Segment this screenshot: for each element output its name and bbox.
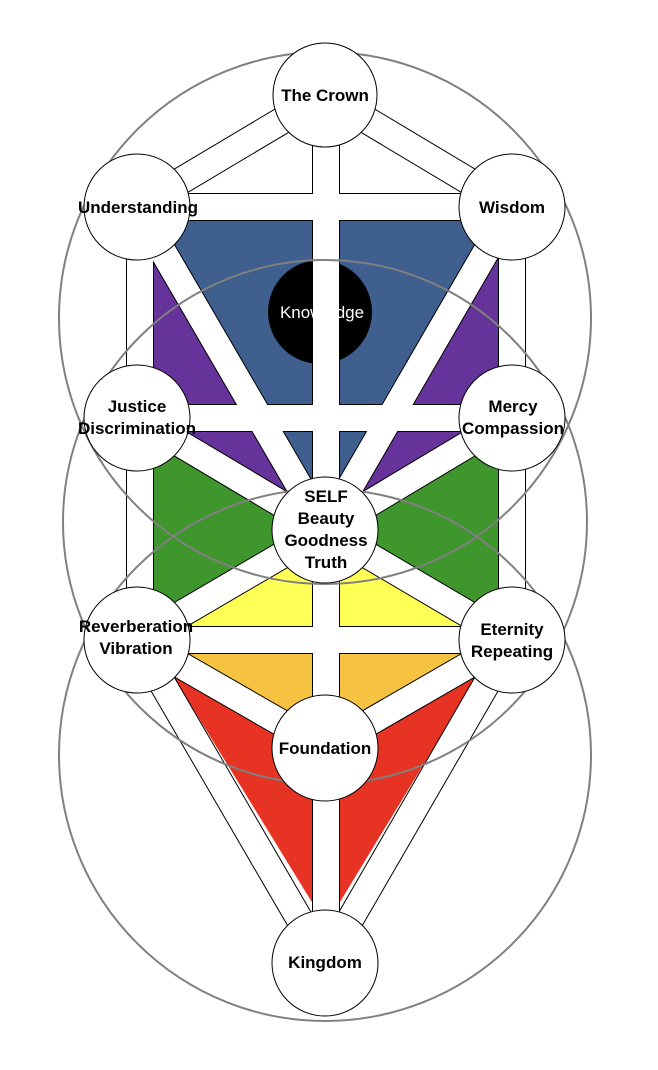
reverberation-label-2: Vibration (99, 639, 172, 658)
eternity-label-1: Eternity (480, 620, 544, 639)
self-label-3: Goodness (284, 531, 367, 550)
crown-node[interactable] (272, 42, 378, 148)
crown-label: The Crown (281, 86, 369, 105)
region-green-left (153, 418, 325, 640)
reverberation-label-1: Reverberation (79, 617, 193, 636)
path-rev-kin (125, 633, 337, 970)
region-green-right (325, 418, 500, 640)
eternity-node[interactable] (458, 586, 566, 694)
knowledge-label: Knowledge (280, 303, 364, 322)
mercy-node[interactable] (458, 364, 566, 472)
foundation-node[interactable] (271, 694, 379, 802)
eternity-label-2: Repeating (471, 642, 553, 661)
wisdom-label: Wisdom (479, 198, 545, 217)
self-label-4: Truth (305, 553, 348, 572)
self-label-1: SELF (304, 487, 347, 506)
path-ete-kin (313, 633, 524, 970)
reverberation-node[interactable] (83, 586, 191, 694)
path-wis-self (313, 200, 524, 537)
mercy-label-1: Mercy (488, 397, 538, 416)
wisdom-node[interactable] (458, 153, 566, 261)
self-node[interactable] (271, 476, 379, 584)
mercy-label-2: Compassion (462, 419, 564, 438)
labels: The Crown Understanding Wisdom Knowledge… (78, 86, 564, 972)
path-und-self (125, 200, 337, 537)
kingdom-label: Kingdom (288, 953, 362, 972)
kingdom-node[interactable] (271, 909, 379, 1017)
justice-label-1: Justice (108, 397, 167, 416)
understanding-node[interactable] (83, 153, 191, 261)
nodes (83, 42, 566, 1017)
justice-node[interactable] (83, 364, 191, 472)
foundation-label: Foundation (279, 739, 372, 758)
understanding-label: Understanding (78, 198, 198, 217)
self-label-2: Beauty (298, 509, 355, 528)
justice-label-2: Discrimination (78, 419, 196, 438)
